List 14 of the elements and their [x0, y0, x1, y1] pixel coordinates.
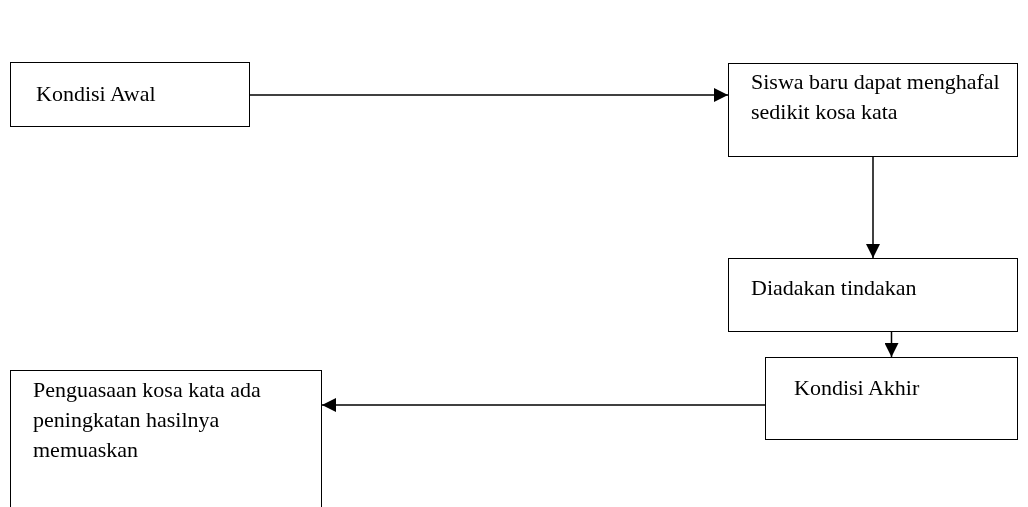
box-label: Penguasaan kosa kata ada peningkatan hasilnya memuaskan — [33, 376, 262, 464]
process-box — [10, 62, 250, 127]
arrow — [866, 156, 880, 259]
box-label: Siswa baru dapat menghafal sedikit kosa kata — [751, 68, 1001, 126]
process-box — [10, 370, 322, 507]
box-label: Diadakan tindakan — [751, 274, 918, 302]
box-label: Kondisi Akhir — [794, 374, 921, 402]
process-box — [728, 258, 1018, 332]
arrow — [249, 88, 729, 102]
box-label: Kondisi Awal — [36, 80, 157, 108]
arrow — [321, 398, 766, 412]
arrow — [884, 331, 899, 358]
process-box — [728, 63, 1018, 157]
process-box — [765, 357, 1018, 440]
